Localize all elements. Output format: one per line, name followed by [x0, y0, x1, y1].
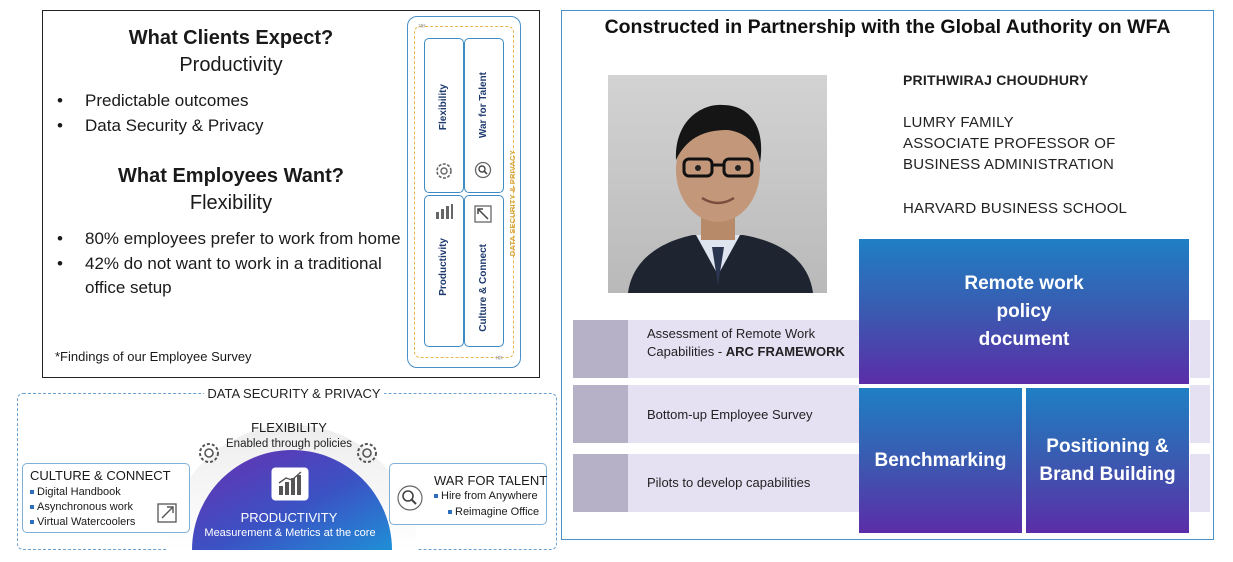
productivity-sublabel: Measurement & Metrics at the core	[204, 527, 376, 539]
productivity-label: PRODUCTIVITY	[240, 510, 338, 525]
mini-cell-culture	[464, 195, 504, 347]
professor-role-line: LUMRY FAMILY	[903, 114, 1014, 131]
step-bar-stub	[1190, 454, 1210, 512]
step-bar-stub	[1190, 320, 1210, 378]
list-item: Virtual Watercoolers	[30, 516, 135, 528]
search-icon	[397, 485, 423, 511]
professor-name: PRITHWIRAJ CHOUDHURY	[903, 72, 1089, 88]
flexibility-label: FLEXIBILITY	[251, 420, 327, 435]
list-item: 80% employees prefer to work from home	[43, 227, 403, 252]
clients-bullet-list: Predictable outcomes Data Security & Pri…	[43, 89, 373, 138]
clients-subheading: Productivity	[179, 54, 283, 76]
chart-icon	[436, 204, 453, 219]
mini-diagram-frame	[407, 16, 521, 368]
professor-photo	[608, 75, 827, 293]
list-item: Reimagine Office	[448, 506, 539, 518]
step-bar-pilots	[628, 454, 859, 512]
mini-diagram-dashed-border	[414, 26, 514, 358]
step-bar-stub	[1190, 385, 1210, 443]
gears-icon	[199, 443, 219, 463]
policy-document-box: Remote work policy document	[859, 239, 1189, 384]
step-bar-marker	[573, 320, 628, 378]
gears-icon	[357, 443, 377, 463]
positioning-box: Positioning & Brand Building	[1026, 388, 1189, 533]
employees-subheading: Flexibility	[189, 192, 273, 214]
list-item: Asynchronous work	[30, 501, 133, 513]
step-bar-survey	[628, 385, 859, 443]
bottom-diagram-title: DATA SECURITY & PRIVACY	[204, 386, 384, 401]
chevron-icon: ««	[495, 352, 503, 362]
war-for-talent-title: WAR FOR TALENT	[434, 473, 548, 488]
step-bar-marker	[573, 385, 628, 443]
mini-side-label: DATA SECURITY & PRIVACY	[508, 150, 517, 257]
list-item: Data Security & Privacy	[43, 114, 373, 139]
mini-cell-productivity	[424, 195, 464, 347]
step-text-survey: Bottom-up Employee Survey	[647, 407, 813, 422]
mini-label-flexibility: Flexibility	[438, 84, 449, 131]
flexibility-sublabel: Enabled through policies	[226, 438, 352, 450]
professor-role-line: BUSINESS ADMINISTRATION	[903, 156, 1115, 173]
mini-label-war-for-talent: War for Talent	[478, 72, 489, 139]
employees-bullet-list: 80% employees prefer to work from home 4…	[43, 227, 403, 301]
gears-icon	[436, 163, 452, 179]
mini-label-culture: Culture & Connect	[478, 244, 489, 332]
clients-heading: What Clients Expect?	[128, 27, 334, 49]
employees-heading: What Employees Want?	[118, 165, 344, 187]
professor-school: HARVARD BUSINESS SCHOOL	[903, 200, 1128, 217]
survey-footnote: *Findings of our Employee Survey	[55, 349, 252, 364]
partnership-title: Constructed in Partnership with the Glob…	[604, 16, 1171, 38]
chevron-icon: »»	[418, 20, 426, 30]
step-text-assessment: Assessment of Remote Work Capabilities -…	[647, 326, 845, 359]
expand-icon	[157, 503, 177, 523]
list-item: Predictable outcomes	[43, 89, 373, 114]
step-bar-marker	[573, 454, 628, 512]
step-text-pilots: Pilots to develop capabilities	[647, 475, 811, 490]
chart-icon	[271, 467, 309, 501]
expand-icon	[474, 205, 492, 223]
step-bar-assessment	[628, 320, 859, 378]
search-icon	[474, 161, 492, 179]
professor-role-line: ASSOCIATE PROFESSOR OF	[903, 135, 1116, 152]
list-item: 42% do not want to work in a traditional…	[43, 252, 403, 301]
culture-connect-title: CULTURE & CONNECT	[30, 468, 171, 483]
benchmarking-box: Benchmarking	[859, 388, 1022, 533]
mini-cell-flexibility	[424, 38, 464, 193]
list-item: Hire from Anywhere	[434, 490, 538, 502]
list-item: Digital Handbook	[30, 486, 121, 498]
mini-label-productivity: Productivity	[438, 238, 449, 296]
